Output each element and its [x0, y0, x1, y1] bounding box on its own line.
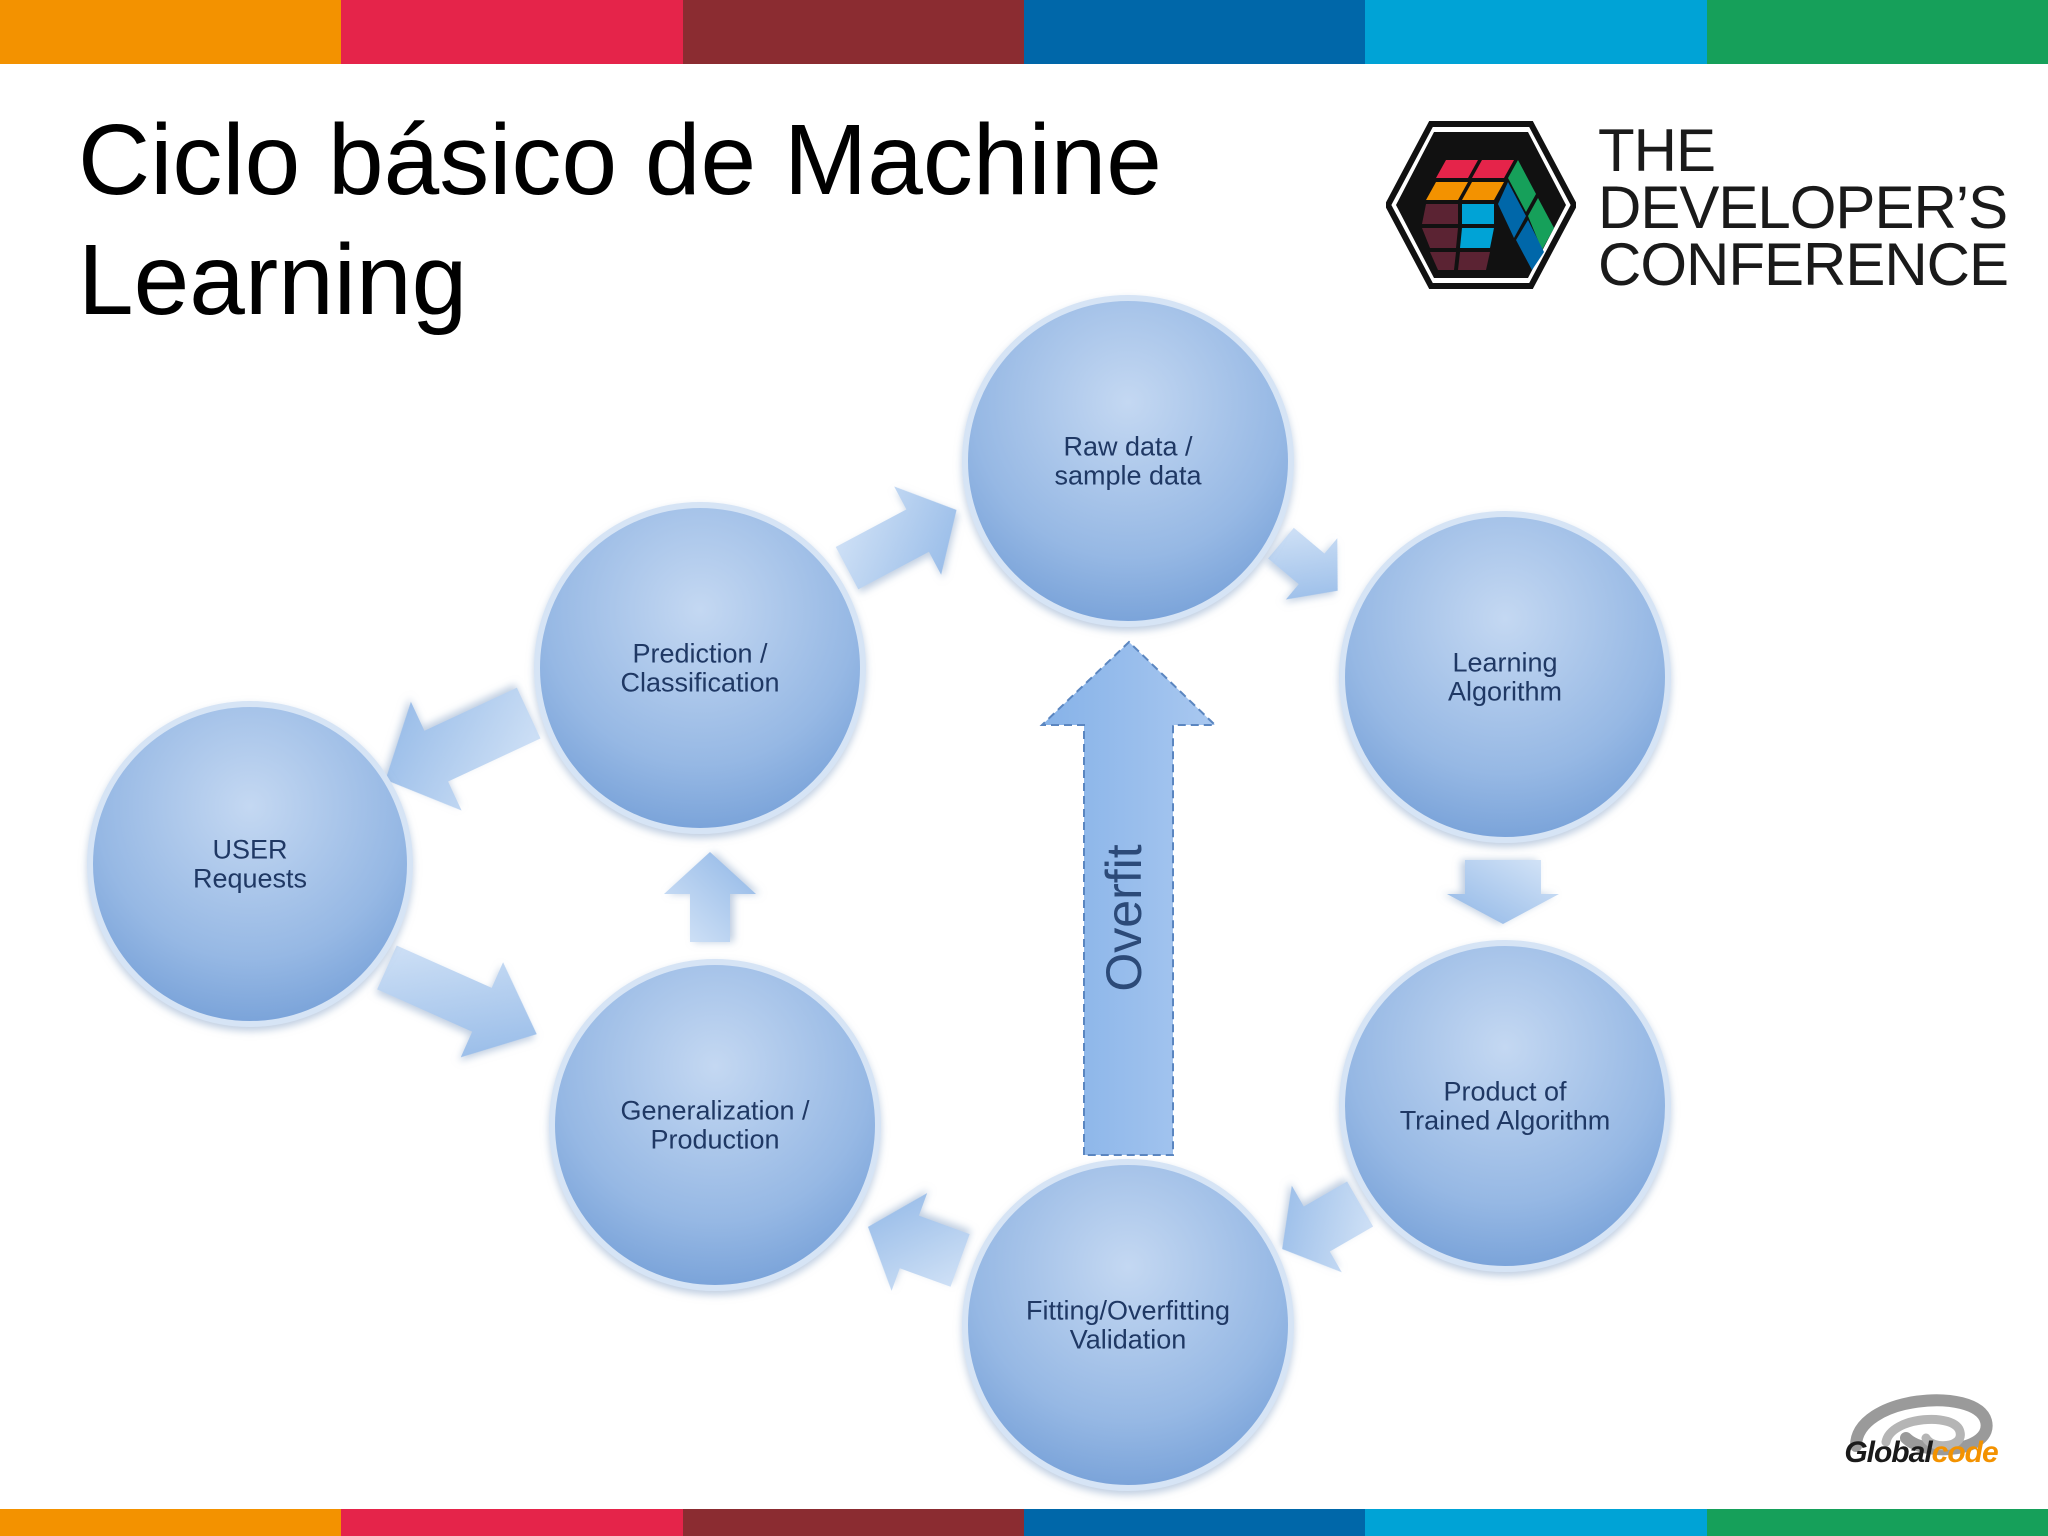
stripe-segment: [682, 0, 1024, 64]
stripe-segment: [1023, 1509, 1366, 1536]
arrow-learning-to-product: [1447, 860, 1559, 924]
stripe-segment: [1706, 0, 2048, 64]
arrow-user-to-generalization: [377, 945, 537, 1058]
arrow-generalization-to-prediction: [664, 852, 756, 942]
node-label: Classification: [620, 668, 779, 698]
node-label: Product of: [1443, 1077, 1567, 1107]
node-label: Production: [650, 1125, 779, 1155]
node-circle: [1339, 511, 1671, 843]
cube-cell: [1472, 160, 1514, 178]
globalcode-wordmark: Globalcode: [1836, 1436, 2006, 1470]
stripe-segment: [1706, 1509, 2048, 1536]
stripe-segment: [1023, 0, 1366, 64]
tdc-wordmark: THE DEVELOPER’S CONFERENCE: [1598, 117, 2009, 298]
node-label: Trained Algorithm: [1400, 1106, 1611, 1136]
arrow-prediction-to-raw: [835, 486, 957, 590]
node-prediction: Prediction /Classification: [534, 502, 866, 834]
node-circle: [549, 959, 881, 1291]
globalcode-wordmark-part: code: [1931, 1436, 1999, 1469]
cube-cell: [1422, 204, 1458, 224]
stripe-segment: [0, 0, 342, 64]
tdc-line: DEVELOPER’S: [1598, 174, 2008, 241]
tdc-cube-logo: [1386, 121, 1576, 289]
node-label: Raw data /: [1063, 432, 1193, 462]
cube-cell: [1422, 228, 1458, 248]
cube-cell: [1462, 182, 1504, 200]
cube-cell: [1516, 220, 1544, 270]
arrow-product-to-fitting: [1282, 1181, 1374, 1273]
stripe-segment: [1365, 1509, 1707, 1536]
cube-cell: [1462, 204, 1494, 224]
node-circle: [87, 701, 413, 1027]
node-generalization: Generalization /Production: [549, 959, 881, 1291]
cube-cell: [1458, 252, 1490, 270]
node-label: Prediction /: [632, 639, 768, 669]
node-label: Generalization /: [620, 1096, 810, 1126]
overfit-arrow: Overfit: [1039, 640, 1218, 1156]
arrow-fitting-to-generalization: [868, 1193, 970, 1291]
arrow-prediction-to-user: [385, 687, 541, 811]
arrow-raw-to-learning: [1268, 527, 1338, 600]
cube-cell: [1508, 160, 1536, 212]
cube-cell: [1426, 182, 1468, 200]
node-label: Validation: [1070, 1325, 1187, 1355]
stripe-segment: [341, 0, 683, 64]
node-label: Algorithm: [1448, 677, 1562, 707]
cube-cell: [1430, 252, 1456, 270]
cube-cell: [1528, 198, 1554, 250]
top-color-stripe: [0, 0, 2048, 64]
node-circle: [1339, 940, 1671, 1272]
node-circle: [962, 295, 1294, 627]
node-circle: [534, 502, 866, 834]
stripe-segment: [341, 1509, 683, 1536]
node-label: sample data: [1054, 461, 1202, 491]
globalcode-wordmark-part: Global: [1844, 1436, 1932, 1469]
stripe-segment: [1365, 0, 1707, 64]
node-circle: [962, 1159, 1294, 1491]
cube-cell: [1436, 160, 1478, 178]
slide-title: Ciclo básico de Machine Learning: [78, 104, 1162, 336]
overfit-label: Overfit: [1096, 844, 1152, 991]
tdc-line: CONFERENCE: [1598, 231, 2009, 298]
stripe-segment: [682, 1509, 1024, 1536]
node-label: Learning: [1452, 648, 1557, 678]
stripe-segment: [0, 1509, 342, 1536]
node-raw: Raw data /sample data: [962, 295, 1294, 627]
cube-cell: [1498, 182, 1526, 238]
node-label: Fitting/Overfitting: [1026, 1296, 1230, 1326]
cube-cell: [1460, 228, 1494, 248]
globalcode-swirl-logo: [1850, 1394, 1993, 1456]
bottom-color-stripe: [0, 1509, 2048, 1536]
node-label: Requests: [193, 864, 307, 894]
node-label: USER: [212, 835, 287, 865]
tdc-line: THE: [1598, 117, 1716, 184]
